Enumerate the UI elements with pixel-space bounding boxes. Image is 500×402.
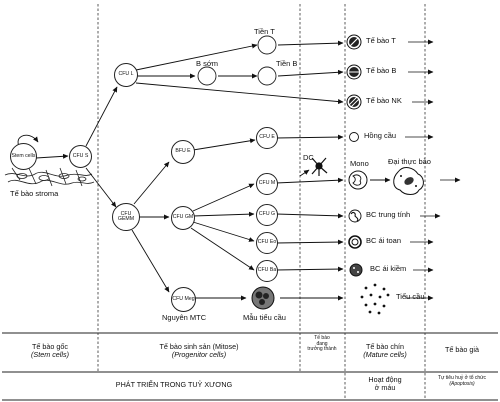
stem-cells-column-label: Tế bào gốc (Stem cells): [31, 343, 69, 359]
cfu-e-label: CFU E: [259, 134, 275, 141]
cfu-eo-label: CFU Eo: [257, 239, 277, 246]
red-blood-cell-label: Hồng cầu: [364, 131, 397, 140]
monocyte-label: Mono: [350, 159, 369, 168]
early-b-label: B sớm: [196, 59, 219, 68]
platelets-label: Tiểu cầu: [396, 292, 425, 301]
t-cell-icon: [346, 34, 362, 50]
bfu-e-label: BFU E: [175, 148, 191, 155]
blood-activity-line-1: Hoạt động: [368, 375, 402, 384]
bone-marrow-development-label: PHÁT TRIỂN TRONG TUỶ XƯƠNG: [115, 380, 233, 389]
blood-activity-label: Hoạt động ở máu: [368, 376, 401, 392]
basophil-icon: [349, 263, 363, 277]
megakaryoblast-label: Nguyên MTC: [162, 313, 207, 322]
progenitor-en: (Progenitor cells): [171, 349, 227, 359]
mature-vi: Tế bào chín: [366, 342, 404, 351]
senescent-column-label: Tế bào già: [445, 345, 479, 354]
maturing-line-2: đang: [316, 340, 328, 347]
footer-lines: [2, 332, 498, 401]
cfu-meg-node: CFU Meg: [171, 287, 196, 312]
basophil-label: BC ái kiềm: [370, 264, 407, 273]
eosinophil-icon: [348, 235, 362, 249]
maturing-line-1: Tế bào: [314, 335, 330, 341]
maturing-column-label: Tế bào đang trưởng thành: [307, 335, 337, 353]
apoptosis-label: Tự tiêu huỷ ở tổ chức (Apoptosis): [437, 375, 487, 387]
stroma-label: Tế bào stroma: [10, 189, 59, 198]
pre-t-label: Tiền T: [254, 27, 275, 36]
stroma-cells-drawing: [4, 165, 95, 187]
nk-cell-icon: [346, 94, 362, 110]
t-cell-label: Tế bào T: [366, 36, 396, 45]
monocyte-icon: [348, 170, 368, 190]
b-cell-label: Tế bào B: [366, 66, 397, 75]
neutrophil-label: BC trung tính: [366, 210, 411, 219]
early-b-cell: [197, 66, 217, 86]
cfu-eo-node: CFU Eo: [256, 232, 278, 254]
cfu-e-node: CFU E: [256, 127, 278, 149]
cfu-gm-node: CFU GM: [171, 206, 195, 230]
column-separators: [97, 4, 426, 400]
cfu-ba-node: CFU Ba: [256, 260, 278, 282]
cfu-g-label: CFU G: [258, 211, 276, 218]
cfu-m-label: CFU M: [258, 180, 276, 187]
stem-cell-label: Stem cells: [11, 152, 36, 159]
connectors: [35, 40, 391, 301]
nk-cell-label: Tế bào NK: [366, 96, 402, 105]
dc-label: DC: [303, 153, 314, 162]
apoptosis-en: (Apoptosis): [449, 380, 475, 387]
red-blood-cell-icon: [349, 132, 359, 142]
apoptosis-vi: Tự tiêu huỷ ở tổ chức: [437, 375, 487, 381]
cfu-gemm-label: CFU GEMM: [117, 210, 135, 222]
dendritic-cell-icon: [311, 157, 328, 176]
megakaryocyte-label: Mẫu tiểu cầu: [243, 313, 286, 322]
bfu-e-node: BFU E: [171, 140, 195, 164]
mature-en: (Mature cells): [363, 349, 407, 359]
cfu-s-label: CFU S: [72, 152, 89, 159]
cfu-s-node: CFU S: [69, 145, 92, 168]
cfu-ba-label: CFU Ba: [257, 267, 277, 274]
b-cell-icon: [346, 64, 362, 80]
stem-cells-vi: Tế bào gốc: [32, 342, 68, 351]
blood-activity-line-2: ở máu: [374, 382, 396, 392]
pre-t-cell: [257, 35, 277, 55]
cfu-m-node: CFU M: [256, 173, 278, 195]
cfu-gemm-node: CFU GEMM: [112, 203, 140, 231]
pre-b-cell: [257, 66, 277, 86]
progenitor-vi: Tế bào sinh sản (Mitose): [159, 342, 239, 351]
megakaryocyte-icon: [251, 286, 275, 310]
cfu-gm-label: CFU GM: [172, 214, 194, 221]
maturing-line-3: trưởng thành: [307, 346, 337, 352]
macrophage-icon: [393, 167, 424, 195]
cfu-meg-label: CFU Meg: [172, 295, 195, 302]
pre-b-label: Tiền B: [276, 59, 298, 68]
stem-cells-en: (Stem cells): [31, 349, 69, 359]
neutrophil-icon: [348, 209, 362, 223]
platelets-icon: [360, 283, 390, 315]
stem-cell-node: Stem cells: [10, 143, 37, 170]
cfu-l-label: CFU L: [118, 71, 134, 78]
progenitor-column-label: Tế bào sinh sản (Mitose) (Progenitor cel…: [159, 343, 238, 359]
cfu-l-node: CFU L: [114, 63, 138, 87]
macrophage-label: Đại thực bào: [388, 157, 431, 166]
dc-arrow: [299, 169, 310, 177]
mature-column-label: Tế bào chín (Mature cells): [363, 343, 407, 359]
exit-arrows: [405, 39, 461, 301]
cfu-g-node: CFU G: [256, 204, 278, 226]
eosinophil-label: BC ái toan: [366, 236, 402, 245]
